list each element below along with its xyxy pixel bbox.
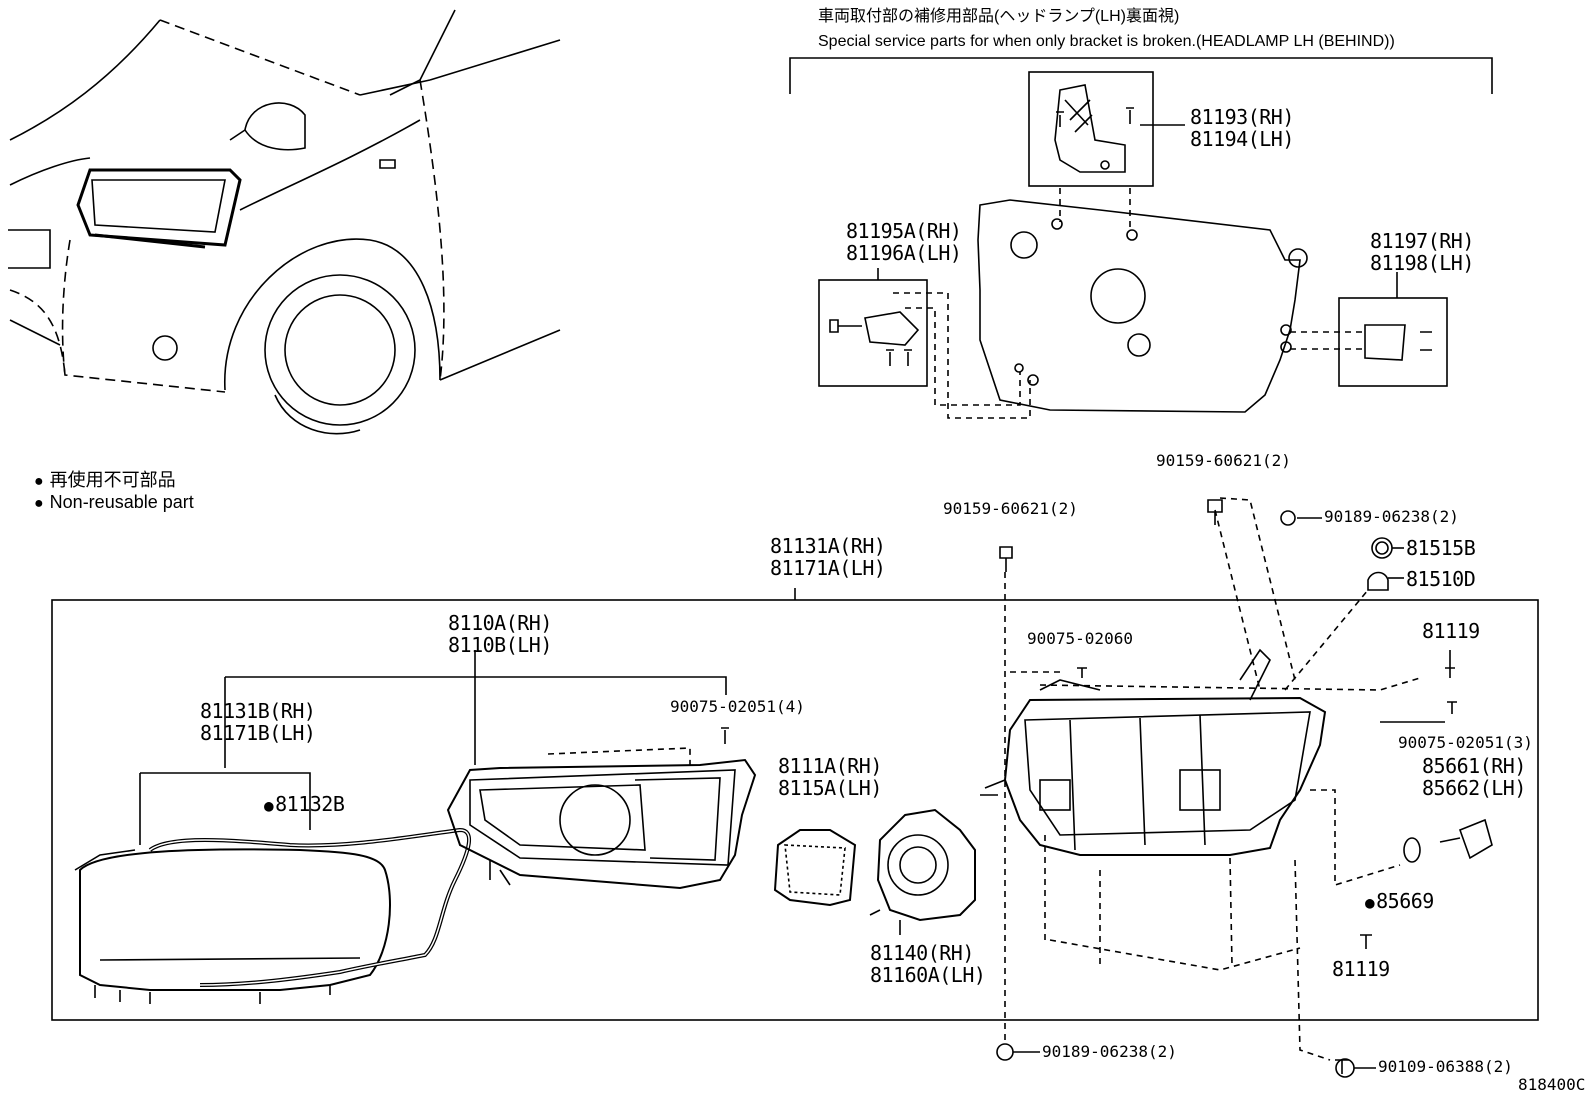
legend-en: ● Non-reusable part: [34, 492, 194, 513]
label-90075-02060: 90075-02060: [1027, 629, 1133, 648]
label-85669: 85669: [1365, 890, 1434, 914]
leader-lines: [1013, 517, 1451, 1069]
label-85661: 85661(RH) 85662(LH): [1422, 755, 1526, 799]
label-90109: 90109-06388(2): [1378, 1057, 1513, 1076]
part-number: 81195A(RH): [846, 219, 962, 243]
part-number: 85661(RH): [1422, 754, 1526, 778]
label-90189-top: 90189-06238(2): [1324, 507, 1459, 526]
housing-8110: [446, 727, 757, 890]
part-number: 81196A(LH): [846, 241, 962, 265]
label-81510: 81510D: [1406, 567, 1476, 591]
part-number: 8115A(LH): [778, 776, 882, 800]
label-81193: 81193(RH) 81194(LH): [1190, 106, 1294, 150]
part-number: 81131B(RH): [200, 699, 316, 723]
part-number: 8110A(RH): [448, 611, 552, 635]
part-number: 8111A(RH): [778, 754, 882, 778]
part-number: 85662(LH): [1422, 776, 1526, 800]
part-number: 81131A(RH): [770, 534, 886, 558]
part-number: 8110B(LH): [448, 633, 552, 657]
part-number: 81193(RH): [1190, 105, 1294, 129]
part-number: 81198(LH): [1370, 251, 1474, 275]
label-81119-bottom: 81119: [1332, 957, 1390, 981]
legend-jp-text: 再使用不可部品: [49, 470, 176, 490]
part-number: 81197(RH): [1370, 229, 1474, 253]
legend-jp: ● 再使用不可部品: [34, 466, 176, 492]
label-81140: 81140(RH) 81160A(LH): [870, 941, 986, 987]
part-number: 81171A(LH): [770, 556, 886, 580]
label-81197: 81197(RH) 81198(LH): [1370, 230, 1474, 274]
label-90159-top: 90159-60621(2): [1156, 451, 1291, 470]
label-90189-bottom: 90189-06238(2): [1042, 1042, 1177, 1061]
label-81131B: 81131B(RH) 81171B(LH): [200, 699, 316, 745]
reflector-parts: [773, 808, 976, 935]
header-en-title: Special service parts for when only brac…: [818, 33, 1395, 50]
legend-bullet-icon: ●: [34, 473, 44, 490]
label-81515: 81515B: [1406, 536, 1476, 560]
part-number: 81194(LH): [1190, 127, 1294, 151]
header-jp-title: 車両取付部の補修用部品(ヘッドランプ(LH)裏面視): [818, 8, 1180, 25]
legend-bullet-icon: ●: [34, 495, 44, 512]
label-8110A: 8110A(RH) 8110B(LH): [448, 612, 552, 656]
label-90075-4: 90075-02051(4): [670, 697, 805, 716]
label-81119-top: 81119: [1422, 619, 1480, 643]
label-90075-3: 90075-02051(3): [1398, 733, 1533, 752]
label-8111A: 8111A(RH) 8115A(LH): [778, 755, 882, 799]
headlamp-body: [980, 497, 1445, 1061]
label-81195: 81195A(RH) 81196A(LH): [846, 219, 962, 265]
legend-en-text: Non-reusable part: [49, 492, 194, 512]
label-81132: 81132B: [264, 793, 345, 817]
diagram-code: 818400C: [1518, 1075, 1586, 1094]
label-90159-left: 90159-60621(2): [943, 499, 1078, 518]
bracket-section: [789, 57, 1493, 419]
lens-assembly: [74, 650, 727, 1004]
part-number: 81160A(LH): [870, 963, 986, 987]
car-front-illustration: [8, 9, 561, 435]
label-81131A: 81131A(RH) 81171A(LH): [770, 534, 886, 580]
part-number: 81140(RH): [870, 941, 974, 965]
part-number: 81171B(LH): [200, 721, 316, 745]
